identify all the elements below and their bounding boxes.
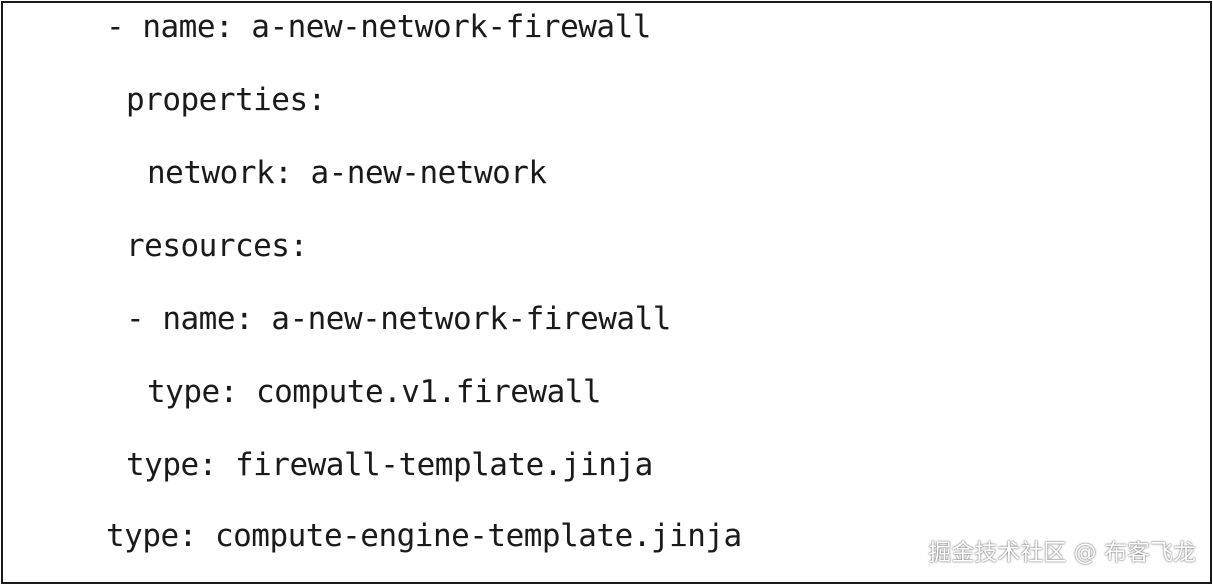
code-line: resources: (126, 228, 308, 264)
watermark-text: 掘金技术社区 @ 布客飞龙 (928, 540, 1196, 566)
code-line: - name: a-new-network-firewall (126, 301, 671, 337)
code-line: type: firewall-template.jinja (126, 447, 653, 483)
code-line: type: compute.v1.firewall (147, 374, 602, 410)
code-line: network: a-new-network (147, 155, 547, 191)
code-line: type: compute-engine-template.jinja (106, 518, 742, 554)
code-line: properties: (126, 82, 326, 118)
code-line: - name: a-new-network-firewall (106, 9, 651, 45)
